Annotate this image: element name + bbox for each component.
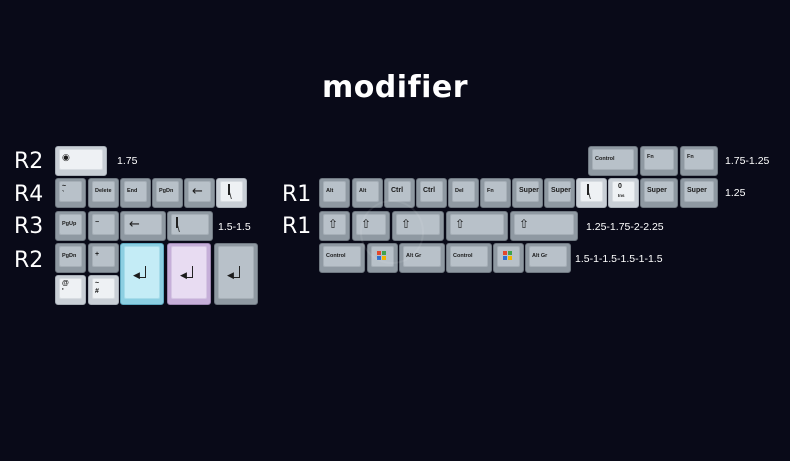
key-minus-label: − [95, 219, 100, 226]
key-altgr-2: Alt Gr [525, 243, 571, 273]
key-delete-label: Delete [95, 188, 112, 194]
row-label-r2-top: R2 [14, 149, 44, 174]
key-pgdn-2-label: PgDn [62, 253, 77, 259]
size-right-bottom: 1.5-1-1.5-1.5-1-1.5 [575, 253, 663, 265]
key-fn-1-label: Fn [487, 188, 494, 194]
size-left-r2: 1.75 [117, 155, 138, 167]
key-shift-5: ⇧ [510, 211, 578, 241]
key-backspace: ← [184, 178, 215, 208]
key-minus: − [88, 211, 119, 241]
row-label-r1-b: R1 [282, 214, 312, 239]
shift-arrow-icon-4: ⇧ [455, 217, 466, 231]
key-pgup-label: PgUp [62, 221, 77, 227]
enter-key-grey: ◀ [214, 243, 258, 305]
key-fn-top-2-label: Fn [687, 154, 694, 160]
lock-icon: ◉ [62, 153, 70, 163]
backspace-arrow-icon-2: ← [129, 217, 140, 232]
key-fn-top-1: Fn [640, 146, 678, 176]
key-alt-1-label: Alt [326, 188, 334, 194]
key-at-legend: @' [62, 280, 69, 295]
key-alt-2: Alt [352, 178, 383, 208]
lock-key: ◉ [55, 146, 107, 176]
key-delete: Delete [88, 178, 119, 208]
page-title: modifier [321, 70, 469, 105]
key-plus-label: + [95, 251, 100, 258]
key-pipe-wide: \ [167, 211, 213, 241]
key-altgr-2-label: Alt Gr [532, 253, 548, 259]
key-super-4: Super [680, 178, 718, 208]
key-tilde-legend: ~` [62, 183, 67, 198]
key-control-top-label: Control [595, 156, 615, 162]
key-pipe-right: \ [576, 178, 607, 208]
key-altgr-1-label: Alt Gr [406, 253, 422, 259]
key-pgdn: PgDn [152, 178, 183, 208]
windows-logo-icon-2 [503, 251, 512, 260]
key-control-2-label: Control [453, 253, 473, 259]
key-control-1: Control [319, 243, 365, 273]
key-backspace-wide: ← [120, 211, 166, 241]
row-label-r3: R3 [14, 214, 44, 239]
key-alt-2-label: Alt [359, 188, 367, 194]
key-shift-1: ⇧ [319, 211, 350, 241]
key-super-2: Super [544, 178, 575, 208]
size-right-r1a: 1.25 [725, 187, 746, 199]
key-win-2 [493, 243, 524, 273]
watermark-logo [360, 200, 424, 264]
row-label-r2-bottom: R2 [14, 248, 44, 273]
key-end-label: End [127, 188, 138, 194]
key-pipe: \ [216, 178, 247, 208]
key-super-1: Super [512, 178, 543, 208]
key-ctrl-1-label: Ctrl [391, 187, 404, 194]
key-hash-legend: ~# [95, 280, 100, 295]
key-at: @' [55, 275, 86, 305]
shift-arrow-icon-5: ⇧ [519, 217, 530, 231]
key-del: Del [448, 178, 479, 208]
key-super-4-label: Super [687, 187, 707, 194]
key-fn-top-2: Fn [680, 146, 718, 176]
key-del-label: Del [455, 188, 464, 194]
key-control-2: Control [446, 243, 492, 273]
key-zero-label: 0 [618, 183, 622, 190]
key-tilde: ~` [55, 178, 86, 208]
key-ctrl-2-label: Ctrl [423, 187, 436, 194]
key-super-1-label: Super [519, 187, 539, 194]
key-zero-ins: 0 Ins [608, 178, 639, 208]
size-right-top: 1.75-1.25 [725, 155, 770, 167]
key-ins-label: Ins [618, 193, 625, 198]
size-left-r3: 1.5-1.5 [218, 221, 251, 233]
key-hash: ~# [88, 275, 119, 305]
key-fn-1: Fn [480, 178, 511, 208]
key-end: End [120, 178, 151, 208]
key-control-1-label: Control [326, 253, 346, 259]
key-alt-1: Alt [319, 178, 350, 208]
key-super-2-label: Super [551, 187, 571, 194]
row-label-r1-a: R1 [282, 182, 312, 207]
enter-key-blue: ◀ [120, 243, 164, 305]
key-super-3-label: Super [647, 187, 667, 194]
enter-key-purple: ◀ [167, 243, 211, 305]
key-shift-4: ⇧ [446, 211, 508, 241]
key-pgdn-2: PgDn [55, 243, 86, 273]
key-pgup: PgUp [55, 211, 86, 241]
key-super-3: Super [640, 178, 678, 208]
row-label-r4: R4 [14, 182, 44, 207]
key-fn-top-1-label: Fn [647, 154, 654, 160]
key-pgdn-label: PgDn [159, 188, 174, 194]
key-ctrl-2: Ctrl [416, 178, 447, 208]
key-control-top: Control [588, 146, 638, 176]
backspace-arrow-icon: ← [192, 184, 203, 199]
shift-arrow-icon: ⇧ [328, 217, 339, 231]
key-plus: + [88, 243, 119, 273]
size-right-r1b: 1.25-1.75-2-2.25 [586, 221, 664, 233]
